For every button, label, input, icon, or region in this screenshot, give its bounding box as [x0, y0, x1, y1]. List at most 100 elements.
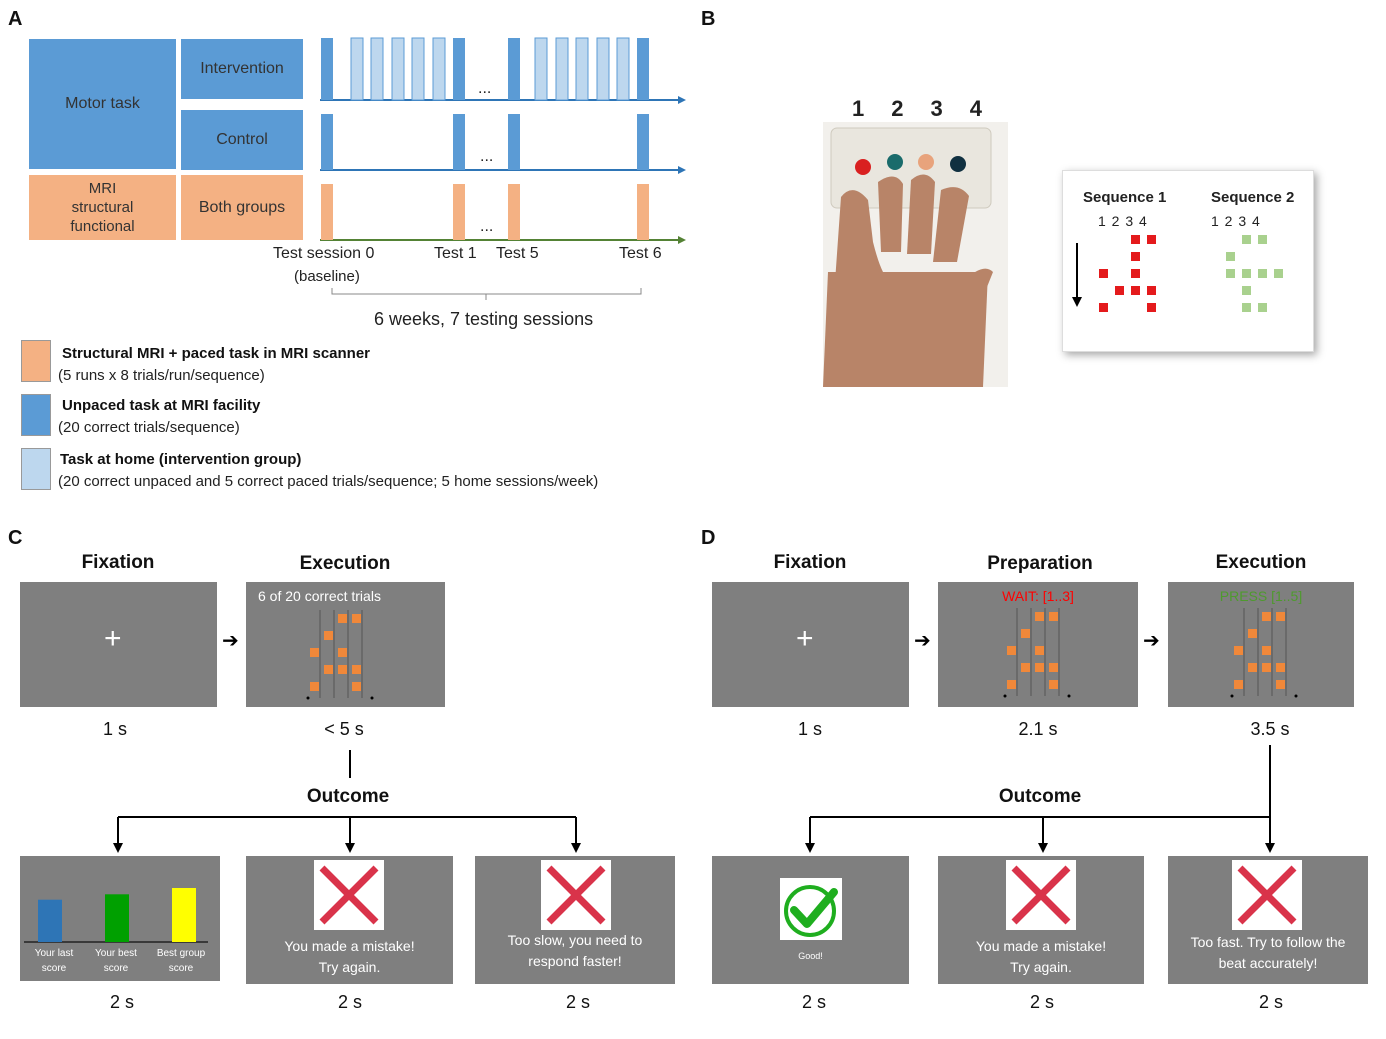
d-arrow-1-icon: ➔	[914, 630, 931, 652]
sequence-cell	[1242, 286, 1251, 295]
sequence-cell	[1147, 286, 1156, 295]
sequence-cell	[1258, 235, 1267, 244]
sequence-cell	[1099, 269, 1108, 278]
fixation-cross-icon: +	[104, 622, 122, 655]
span-label: 6 weeks, 7 testing sessions	[374, 309, 594, 329]
legend-sub-1: (5 runs x 8 trials/run/sequence)	[58, 367, 265, 384]
target-square	[1035, 646, 1044, 655]
target-square	[1035, 612, 1044, 621]
legend-sub-3: (20 correct unpaced and 5 correct paced …	[58, 473, 599, 490]
d-fast-screen: Too fast. Try to follow the beat accurat…	[1168, 856, 1368, 984]
target-square	[1007, 646, 1016, 655]
score-bar	[172, 888, 196, 942]
c-dur-outcome-2: 2 s	[337, 992, 362, 1012]
sequence-cell	[1115, 286, 1124, 295]
target-square	[338, 614, 347, 623]
c-dur-outcome-3: 2 s	[565, 992, 590, 1012]
red-x-icon	[541, 860, 611, 930]
key-numbers: 1 2 3 4	[852, 96, 982, 122]
d-dur-preparation: 2.1 s	[1018, 719, 1058, 739]
target-square	[1021, 629, 1030, 638]
c-execution-screen: 6 of 20 correct trials	[246, 582, 445, 707]
press-text: PRESS [1..5]	[1219, 588, 1303, 604]
sequence-cell	[1242, 269, 1251, 278]
teal-key-icon	[887, 154, 903, 170]
target-square	[1049, 663, 1058, 672]
target-square	[1035, 663, 1044, 672]
intervention-label: Intervention	[200, 60, 284, 77]
sequence-cell	[1242, 235, 1251, 244]
test-session0-label: Test session 0	[273, 245, 375, 262]
legend-title-1: Structural MRI + paced task in MRI scann…	[62, 345, 371, 362]
c-arrow-1-icon: ➔	[222, 630, 239, 652]
c-mistake-text-2: Try again.	[318, 959, 381, 975]
wait-text: WAIT: [1..3]	[1002, 588, 1074, 604]
sequence-cell	[1131, 235, 1140, 244]
sequence-grid-svg	[1072, 235, 1283, 312]
sequence-cell	[1131, 252, 1140, 261]
test5-label: Test 5	[496, 245, 539, 262]
target-square	[1234, 646, 1243, 655]
mri-structural-label: structural	[71, 199, 134, 216]
grid-dot	[370, 696, 374, 700]
d-outcome-connectors	[805, 745, 1275, 853]
target-square	[1049, 612, 1058, 621]
panel-label-d: D	[701, 527, 716, 549]
legend-title-2: Unpaced task at MRI facility	[62, 397, 261, 414]
bar-label-group: Best group score	[156, 948, 206, 974]
both-groups-label: Both groups	[198, 198, 286, 216]
sequence-cell	[1147, 303, 1156, 312]
both-groups-box: Both groups	[181, 175, 303, 240]
fixation-cross-icon: +	[796, 622, 814, 655]
c-outcome-connectors	[113, 750, 581, 853]
c-execution-title: Execution	[299, 553, 391, 574]
target-square	[1276, 680, 1285, 689]
d-execution-screen: PRESS [1..5]	[1168, 582, 1354, 707]
grid-dot	[1230, 694, 1234, 698]
time-arrow	[1072, 243, 1082, 307]
d-preparation-title: Preparation	[987, 553, 1093, 574]
score-bar-chart	[24, 888, 208, 943]
c-execution-grid	[306, 610, 374, 700]
target-square	[1248, 663, 1257, 672]
sequence-cell	[1242, 303, 1251, 312]
d-dur-fixation: 1 s	[797, 719, 822, 739]
baseline-label: (baseline)	[294, 268, 360, 285]
test1-label: Test 1	[434, 245, 477, 262]
d-dur-outcome-1: 2 s	[801, 992, 826, 1012]
red-x-icon	[314, 860, 384, 930]
red-x-icon	[1232, 860, 1302, 930]
ellipsis-control: ...	[480, 148, 494, 165]
sequence-cell	[1131, 269, 1140, 278]
target-square	[310, 648, 319, 657]
sequence1-pattern	[1099, 235, 1156, 312]
sequence-cell	[1226, 269, 1235, 278]
target-square	[1007, 680, 1016, 689]
sequence-cell	[1226, 252, 1235, 261]
c-mistake-screen: You made a mistake! Try again.	[246, 856, 453, 984]
peach-key-icon	[918, 154, 934, 170]
good-text: Good!	[798, 951, 823, 961]
hand-icon	[823, 174, 993, 387]
d-fixation-screen: +	[712, 582, 909, 707]
target-square	[338, 648, 347, 657]
d-dur-execution: 3.5 s	[1250, 719, 1290, 739]
sequence2-pattern	[1226, 235, 1283, 312]
c-slow-text-2: respond faster!	[528, 953, 622, 969]
legend-sub-2: (20 correct trials/sequence)	[58, 419, 240, 436]
key-number-4: 4	[969, 96, 982, 121]
target-square	[1049, 680, 1058, 689]
target-square	[1262, 646, 1271, 655]
sequence2-title: Sequence 2	[1211, 189, 1295, 206]
motor-task-box: Motor task	[29, 39, 176, 169]
d-mistake-screen: You made a mistake! Try again.	[938, 856, 1144, 984]
motor-task-label: Motor task	[65, 95, 140, 112]
red-key-icon	[855, 159, 871, 175]
d-fixation-title: Fixation	[773, 552, 847, 573]
key-number-3: 3	[930, 96, 943, 121]
ellipsis-mri: ...	[480, 218, 494, 235]
sequence1-columns: 1 2 3 4	[1098, 213, 1148, 229]
test6-label: Test 6	[619, 245, 662, 262]
c-mistake-text-1: You made a mistake!	[284, 938, 415, 954]
c-dur-execution: < 5 s	[324, 719, 364, 739]
